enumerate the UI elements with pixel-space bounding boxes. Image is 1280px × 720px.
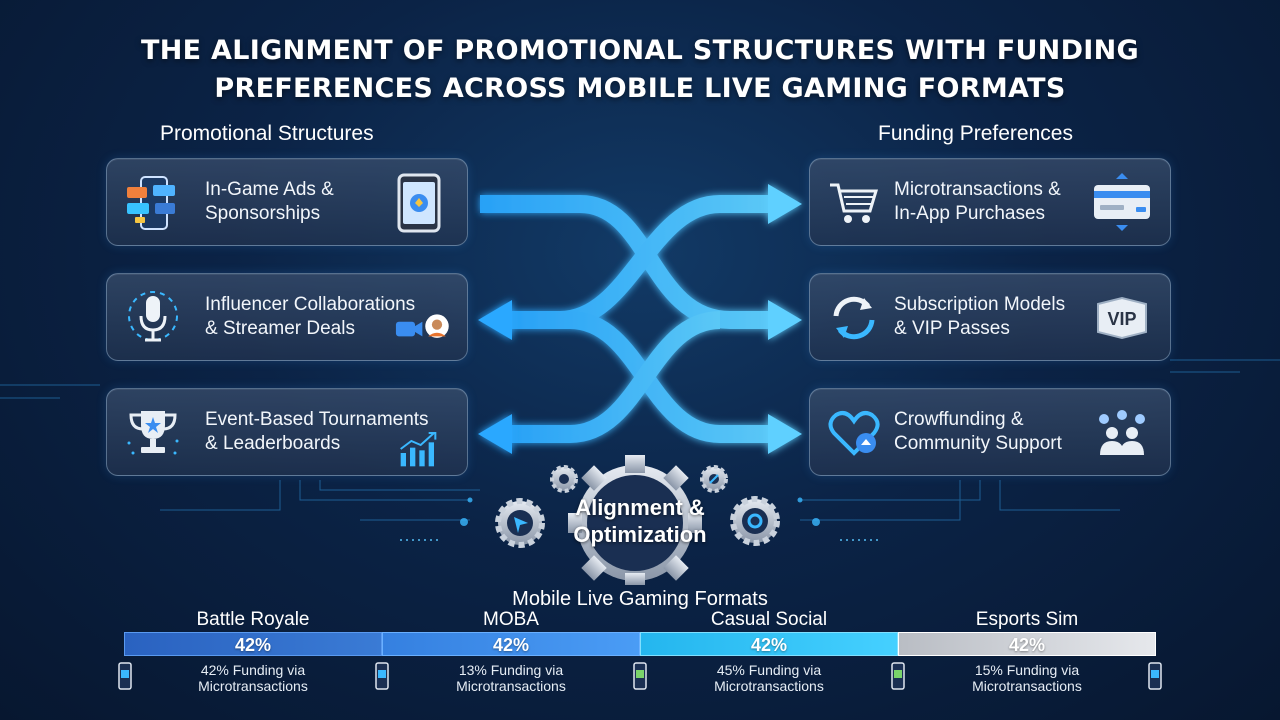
community-icon (1099, 410, 1145, 455)
crossing-arrows (478, 184, 802, 454)
vip-icon: VIP (1097, 296, 1147, 340)
phone-icon (633, 662, 647, 690)
promo-label-2: Influencer Collaborations & Streamer Dea… (205, 294, 416, 339)
arrowhead-left-mid (478, 300, 512, 340)
card-crowdfunding[interactable]: Crowffunding & Community Support (809, 388, 1171, 476)
arrow-bottom-to-mid (510, 311, 721, 443)
format-bar-esports-sim: 42% (898, 632, 1156, 656)
page-title: THE ALIGNMENT OF PROMOTIONAL STRUCTURES … (0, 32, 1280, 108)
arrowhead-right-top (768, 184, 802, 224)
format-name-esports-sim: Esports Sim (975, 609, 1079, 630)
arrowhead-right-mid (768, 300, 802, 340)
format-name-casual-social: Casual Social (710, 609, 828, 630)
card-icon (1094, 173, 1150, 231)
gear-main-icon (568, 455, 702, 585)
format-name-moba: MOBA (483, 609, 539, 630)
format-bar-casual-social: 42% (640, 632, 898, 656)
streamer-icon (395, 314, 449, 338)
svg-text:VIP: VIP (1107, 309, 1136, 329)
title-line-1: THE ALIGNMENT OF PROMOTIONAL STRUCTURES … (141, 35, 1139, 66)
card-tournaments[interactable]: Event-Based Tournaments & Leaderboards (106, 388, 468, 476)
format-name-battle-royale: Battle Royale (196, 609, 310, 630)
format-bar-battle-royale: 42% (124, 632, 382, 656)
format-desc-moba: 13% Funding via Microtransactions (456, 662, 566, 694)
card-subscription[interactable]: Subscription Models & VIP Passes VIP (809, 273, 1171, 361)
heart-icon (828, 411, 880, 456)
format-desc-casual-social: 45% Funding via Microtransactions (714, 662, 824, 694)
cart-icon (830, 183, 879, 223)
format-desc-battle-royale: 42% Funding via Microtransactions (198, 662, 308, 694)
phone-icon (1148, 662, 1162, 690)
format-desc-esports-sim: 15% Funding via Microtransactions (972, 662, 1082, 694)
gear-right-icon (730, 496, 780, 546)
arrow-mid-to-top (500, 195, 770, 329)
alignment-label: Alignment & Optimization (573, 495, 707, 547)
format-bar-moba: 42% (382, 632, 640, 656)
formats-heading: Mobile Live Gaming Formats (512, 588, 768, 610)
card-in-game-ads[interactable]: In-Game Ads & Sponsorships (106, 158, 468, 246)
gear-cluster (495, 455, 780, 585)
funding-label-3: Crowffunding & Community Support (894, 409, 1062, 454)
trophy-icon (127, 411, 179, 455)
microphone-icon (128, 291, 178, 342)
arrowhead-left-bottom (478, 414, 512, 454)
phone-icon (375, 662, 389, 690)
phone-icon (891, 662, 905, 690)
tablet-icon (397, 173, 441, 233)
card-microtransactions[interactable]: Microtransactions & In-App Purchases (809, 158, 1171, 246)
funding-heading: Funding Preferences (878, 122, 1073, 145)
arrow-top-to-mid (480, 195, 770, 329)
bar-growth-icon (400, 432, 437, 467)
card-influencer[interactable]: Influencer Collaborations & Streamer Dea… (106, 273, 468, 361)
promo-label-1: In-Game Ads & Sponsorships (205, 179, 334, 224)
promo-label-3: Event-Based Tournaments & Leaderboards (205, 409, 429, 454)
gear-small-left-icon (550, 465, 578, 493)
phone-icon (118, 662, 132, 690)
promotional-heading: Promotional Structures (160, 122, 374, 145)
funding-label-1: Microtransactions & In-App Purchases (894, 179, 1061, 224)
ads-phone-icon (127, 176, 175, 230)
title-line-2: PREFERENCES ACROSS MOBILE LIVE GAMING FO… (214, 73, 1066, 104)
arrowhead-right-bottom (768, 414, 802, 454)
gear-small-right-icon (700, 465, 728, 493)
gear-left-icon (495, 498, 545, 548)
funding-label-2: Subscription Models & VIP Passes (894, 294, 1066, 339)
refresh-icon (833, 296, 875, 340)
